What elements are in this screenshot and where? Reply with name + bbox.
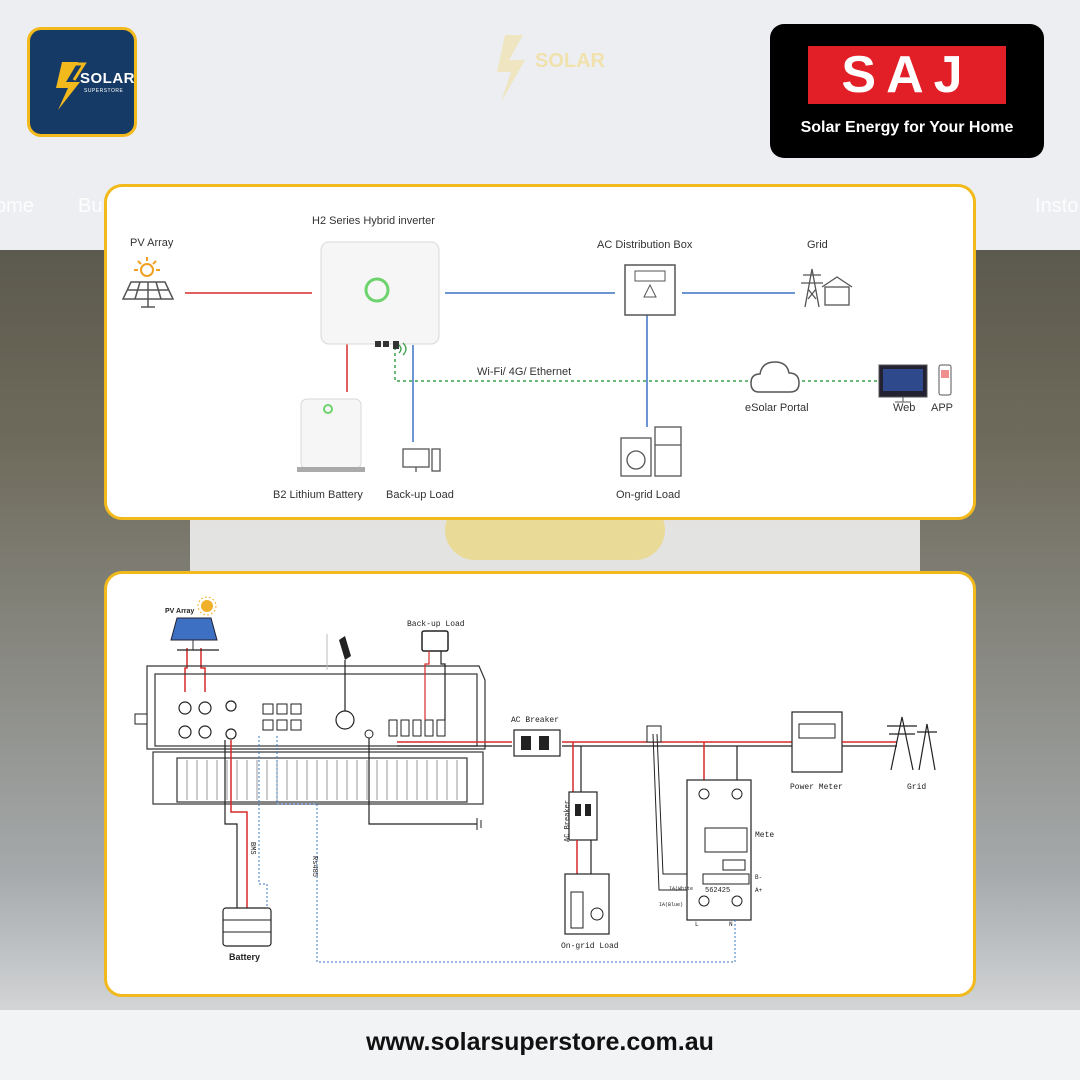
system-overview-diagram: PV Array H2 Series Hybrid inverter AC Di…	[121, 215, 953, 501]
ghost-logo-text: SOLAR	[535, 50, 605, 72]
footer-background	[0, 1010, 1080, 1080]
saj-logo-red-block	[808, 46, 1006, 104]
nav-item-bu[interactable]: Bu	[78, 195, 103, 217]
wiring-panel: PV Array	[104, 571, 976, 997]
battery-wire-pos	[230, 740, 248, 914]
saj-tagline: Solar Energy for Your Home	[800, 119, 1014, 136]
ac-box-label: AC Distribution Box	[597, 239, 693, 251]
rs485-wire	[276, 736, 736, 963]
inverter-label: H2 Series Hybrid inverter	[312, 215, 435, 227]
battery-wire-neg	[224, 740, 238, 914]
logo-subtext: SUPERSTORE	[84, 88, 124, 94]
terminal-a-label: A+	[755, 887, 763, 894]
bms-wire	[258, 736, 268, 914]
backup-load-icon	[402, 448, 441, 472]
bms-label: BMS	[248, 842, 256, 855]
battery-icon	[222, 907, 272, 947]
battery-label: B2 Lithium Battery	[273, 489, 363, 501]
pv-connectors	[178, 700, 237, 740]
ongrid-load-icon	[564, 873, 610, 935]
ct-clamp-icon	[646, 725, 662, 743]
ac-distribution-box-icon	[624, 264, 676, 316]
grid-label: Grid	[807, 239, 828, 251]
pv-array-label: PV Array	[165, 608, 194, 615]
inverter-ports	[375, 341, 399, 349]
rs485-label: Rs485	[310, 856, 318, 877]
nav-item-home[interactable]: ome	[0, 195, 34, 217]
logo-text: SOLAR	[80, 70, 135, 87]
nav-item-insto[interactable]: Insto	[1035, 195, 1079, 217]
lightning-icon	[56, 62, 87, 110]
ac-breaker-2-icon	[568, 791, 598, 841]
solar-panel-icon	[121, 281, 175, 308]
saj-logo[interactable]: SAJ Solar Energy for Your Home	[770, 24, 1044, 158]
sun-icon	[197, 596, 217, 616]
wifi-label: Wi-Fi/ 4G/ Ethernet	[477, 366, 571, 378]
meter-label: Mete	[755, 831, 774, 840]
ongrid-load-icon	[620, 426, 682, 477]
inverter-icon	[320, 241, 440, 345]
web-label: Web	[893, 402, 915, 414]
pv-wire-pos	[184, 648, 188, 692]
sun-icon	[134, 257, 160, 277]
ongrid-label: On-grid Load	[616, 489, 680, 501]
grid-label: Grid	[907, 783, 926, 792]
ia-white-label: IA(White	[669, 886, 693, 892]
comm-ports	[262, 703, 302, 731]
ac-breaker-icon	[513, 729, 561, 757]
ac-breaker-vertical-label: AC Breaker	[564, 800, 572, 842]
pv-array-label: PV Array	[130, 237, 174, 249]
power-meter-icon	[791, 711, 843, 773]
system-overview-panel: PV Array H2 Series Hybrid inverter AC Di…	[104, 184, 976, 520]
battery-label: Battery	[229, 952, 260, 962]
wifi-icon	[398, 342, 407, 356]
app-label: APP	[931, 402, 953, 414]
heatsink-fins	[186, 760, 458, 800]
ongrid-label: On-grid Load	[561, 942, 619, 951]
footer-url[interactable]: www.solarsuperstore.com.au	[366, 1028, 714, 1056]
solar-superstore-logo[interactable]: SOLAR SUPERSTORE	[27, 27, 137, 137]
cloud-icon	[750, 361, 800, 393]
wifi-port	[335, 710, 355, 730]
inverter-body-icon	[146, 665, 486, 805]
grid-tower-icon	[801, 268, 853, 308]
ac-breaker-label: AC Breaker	[511, 716, 559, 725]
power-meter-label: Power Meter	[790, 783, 843, 792]
portal-label: eSolar Portal	[745, 402, 809, 414]
side-handle	[134, 713, 148, 725]
pv-panel-icon	[170, 617, 218, 650]
ia-blue-label: IA(Blue)	[659, 902, 683, 908]
wiring-diagram: PV Array	[134, 596, 937, 963]
ghost-lightning-icon	[497, 35, 525, 102]
grid-tower-icon	[887, 716, 937, 771]
ac-terminals	[388, 719, 446, 737]
phone-app-icon	[938, 364, 952, 396]
terminal-n-label: N	[729, 921, 733, 928]
meter-number: 562425	[705, 887, 730, 895]
saj-logo-letters: SAJ	[841, 46, 973, 104]
terminal-b-label: B-	[755, 874, 762, 881]
wifi-dongle-icon	[339, 636, 351, 660]
backup-load-icon	[421, 630, 449, 652]
backup-label: Back-up Load	[407, 620, 465, 629]
ground-port	[364, 729, 374, 739]
comm-wire	[394, 347, 752, 382]
pv-wire-neg	[200, 648, 206, 692]
terminal-l-label: L	[695, 921, 699, 928]
backup-label: Back-up Load	[386, 489, 454, 501]
